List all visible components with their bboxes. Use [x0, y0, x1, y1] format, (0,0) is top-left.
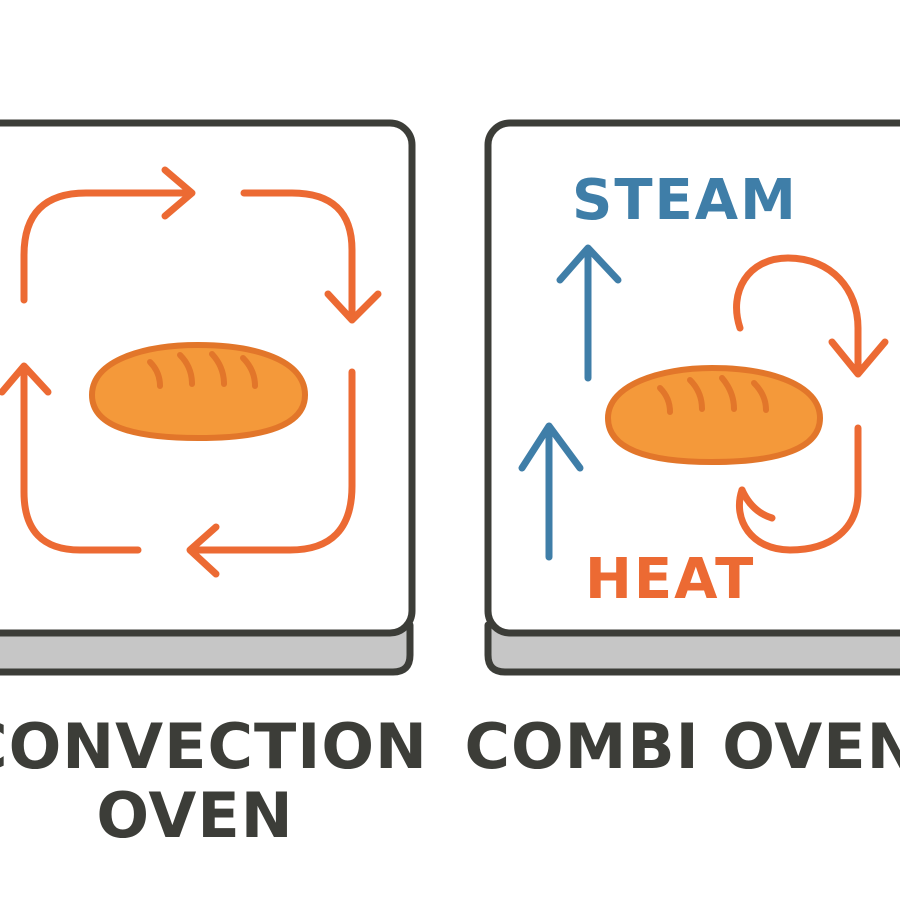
bread-score-1: [657, 385, 673, 415]
circular-airflow-icon: [0, 166, 382, 578]
convection-oven-base: [0, 621, 414, 676]
bread-score-3: [719, 375, 737, 412]
convection-oven-caption-line2: OVEN: [96, 779, 293, 852]
heat-loop-arrows-icon: [733, 254, 889, 554]
bread-score-1: [147, 359, 163, 389]
combi-oven-caption: COMBI OVEN: [464, 710, 900, 783]
steam-up-arrows-icon: [518, 244, 622, 561]
airflow-arrowhead-top-left: [161, 166, 196, 220]
airflow-arrowhead-bottom-right: [186, 523, 220, 578]
bread-loaf-body: [604, 364, 824, 466]
bread-loaf-icon: [604, 364, 824, 466]
bread-score-2: [177, 352, 195, 387]
steam-arrowhead-lower: [518, 422, 584, 472]
convection-oven-caption-line1: CONVECTION: [0, 710, 428, 783]
heat-arrowhead-lower: [738, 486, 776, 522]
heat-arrowhead-upper: [828, 338, 889, 378]
bread-score-3: [209, 351, 227, 387]
heat-loop-lower: [735, 424, 862, 554]
steam-arrowhead-upper: [556, 244, 622, 284]
airflow-arrowhead-bottom-left: [0, 362, 52, 396]
airflow-arrow-bottom-right: [188, 368, 356, 554]
heat-loop-upper: [733, 254, 862, 376]
airflow-arrow-top-right: [240, 189, 356, 322]
bread-loaf-icon: [88, 341, 309, 442]
airflow-arrowhead-top-right: [324, 290, 382, 324]
bread-score-4: [751, 380, 769, 413]
bread-loaf-body: [88, 341, 309, 442]
bread-score-4: [240, 355, 258, 389]
airflow-arrow-bottom-left: [20, 364, 142, 554]
combi-oven-base: [484, 621, 900, 676]
combi-oven-panel: STEAM: [464, 119, 900, 783]
heat-label: HEAT: [585, 547, 755, 612]
steam-label: STEAM: [572, 168, 798, 233]
bread-score-2: [687, 377, 705, 412]
airflow-arrow-top-left: [20, 189, 194, 304]
convection-oven-panel: CONVECTION OVEN: [0, 119, 428, 852]
